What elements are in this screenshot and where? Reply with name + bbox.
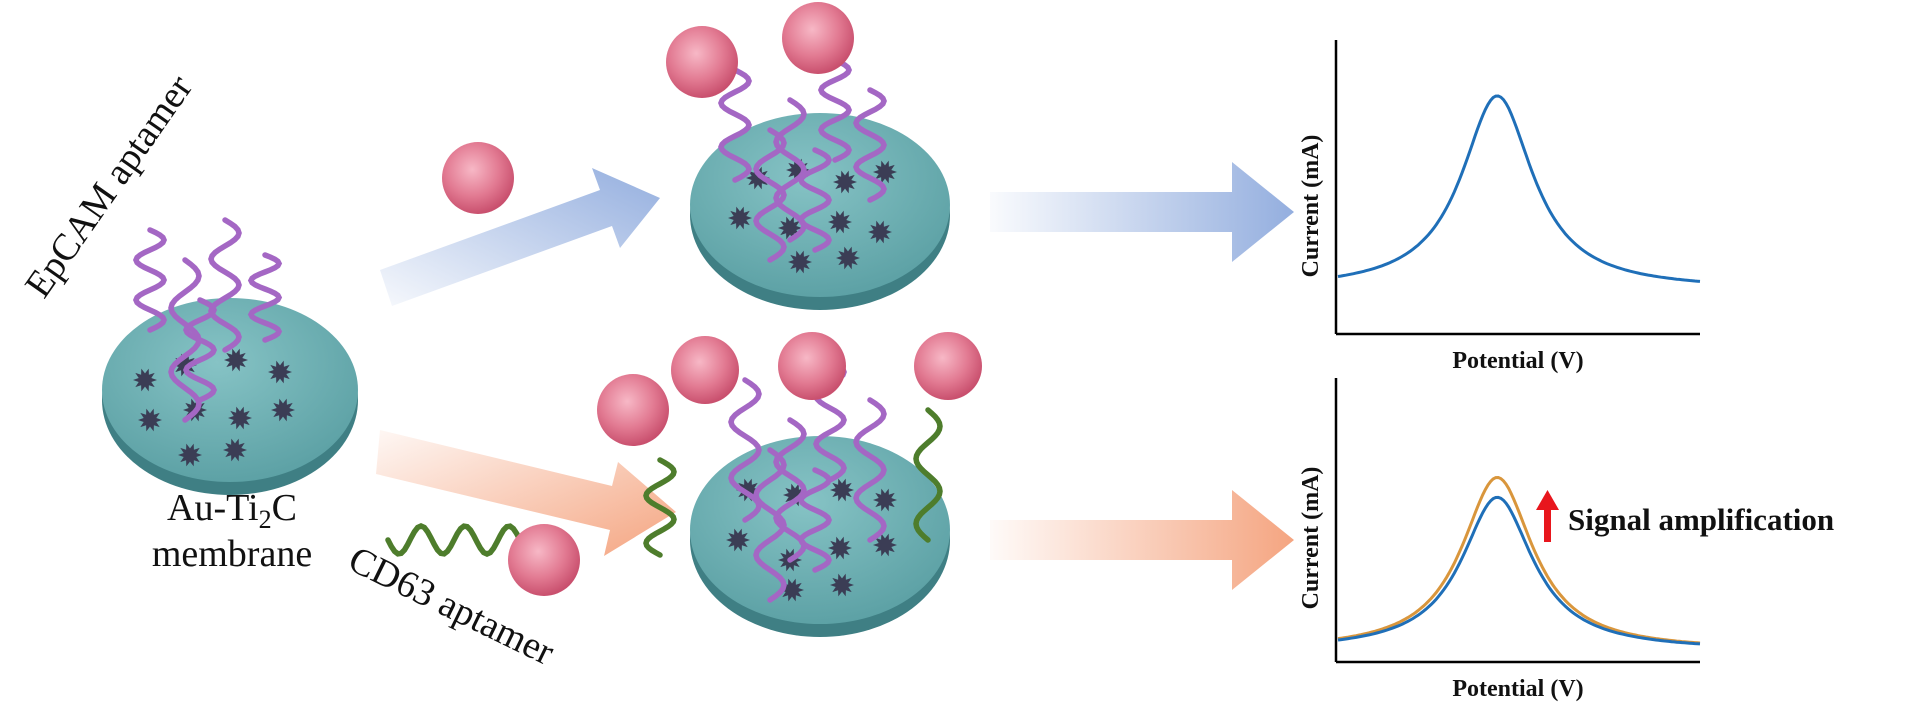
membrane-disk-left <box>102 298 358 495</box>
epcam-strand <box>753 127 787 263</box>
cd63-strand-free <box>385 522 523 558</box>
epcam-aptamer-strands <box>132 57 887 603</box>
nanoparticle-dot <box>830 573 854 597</box>
epcam-strand <box>718 67 752 183</box>
nanoparticle-dot <box>271 398 295 422</box>
nanoparticle-dot <box>268 360 292 384</box>
nanoparticle-dot <box>726 528 750 552</box>
chart-top-ylabel: Current (mA) <box>1298 135 1324 278</box>
nanoparticle-dot <box>223 438 247 462</box>
epcam-strand <box>773 417 807 563</box>
epcam-strand <box>728 377 762 523</box>
arrow-bottom-right <box>990 490 1294 590</box>
chart-bottom-ylabel: Current (mA) <box>1298 467 1324 610</box>
epcam-strand <box>797 467 833 573</box>
signal-amplification-label: Signal amplification <box>1568 502 1834 537</box>
epcam-strand <box>797 147 833 253</box>
epcam-strand <box>773 97 807 243</box>
chart-top: Potential (V) Current (mA) <box>1298 40 1701 374</box>
nanoparticle-dot <box>873 488 897 512</box>
chart-bottom-xlabel: Potential (V) <box>1452 676 1583 702</box>
exosome <box>597 374 669 446</box>
cd63-aptamer-strands <box>385 407 943 558</box>
exosomes <box>442 2 982 596</box>
chart-top-xlabel: Potential (V) <box>1452 348 1583 374</box>
membrane-label-line1: Au-Ti2C <box>167 487 297 534</box>
nanoparticle-dot <box>833 170 857 194</box>
exosome <box>666 26 738 98</box>
epcam-aptamer-label: EpCAM aptamer <box>17 67 201 305</box>
membrane-disk-bottom <box>690 436 950 637</box>
exosome <box>782 2 854 74</box>
arrow-top-diagonal <box>380 168 660 306</box>
nanoparticle-dot <box>133 368 157 392</box>
epcam-strand <box>853 87 887 203</box>
nanoparticle-dot <box>138 408 162 432</box>
nanoparticle-dot <box>868 220 892 244</box>
arrow-bottom-diagonal <box>376 430 676 556</box>
signal-up-arrow-icon <box>1536 490 1559 542</box>
membrane-label-line2: membrane <box>152 533 312 575</box>
membrane-disk-top <box>690 113 950 310</box>
exosome <box>671 336 739 404</box>
chart-bottom-series-2-line <box>1337 475 1701 645</box>
arrow-top-right <box>990 162 1294 262</box>
epcam-strand <box>853 397 887 543</box>
exosome <box>778 332 846 400</box>
nanoparticle-dot <box>873 160 897 184</box>
exosome <box>914 332 982 400</box>
nanoparticle-dot <box>178 443 202 467</box>
exosome <box>442 142 514 214</box>
cd63-strand <box>643 457 677 558</box>
cd63-strand <box>913 407 943 543</box>
epcam-strand <box>182 297 218 403</box>
chart-top-series-1-line <box>1337 94 1701 283</box>
nanoparticle-dot <box>224 348 248 372</box>
nanoparticle-dot <box>728 206 752 230</box>
nanoparticle-dot <box>828 210 852 234</box>
chart-bottom-series-1-line <box>1337 495 1701 646</box>
epcam-strand <box>132 227 168 333</box>
epcam-strand <box>817 57 853 163</box>
nanoparticle-dot <box>830 478 854 502</box>
nanoparticle-dot <box>836 246 860 270</box>
epcam-strand <box>753 447 787 603</box>
epcam-strand <box>208 217 242 353</box>
nanoparticle-dot <box>788 250 812 274</box>
epcam-strand <box>247 252 283 343</box>
nanoparticle-dot <box>873 533 897 557</box>
nanoparticle-dot <box>228 406 252 430</box>
exosome <box>508 524 580 596</box>
nanoparticle-dot <box>828 536 852 560</box>
chart-bottom: Potential (V) Current (mA) Signal amplif… <box>1298 378 1834 702</box>
nanoparticle-dot <box>746 166 770 190</box>
